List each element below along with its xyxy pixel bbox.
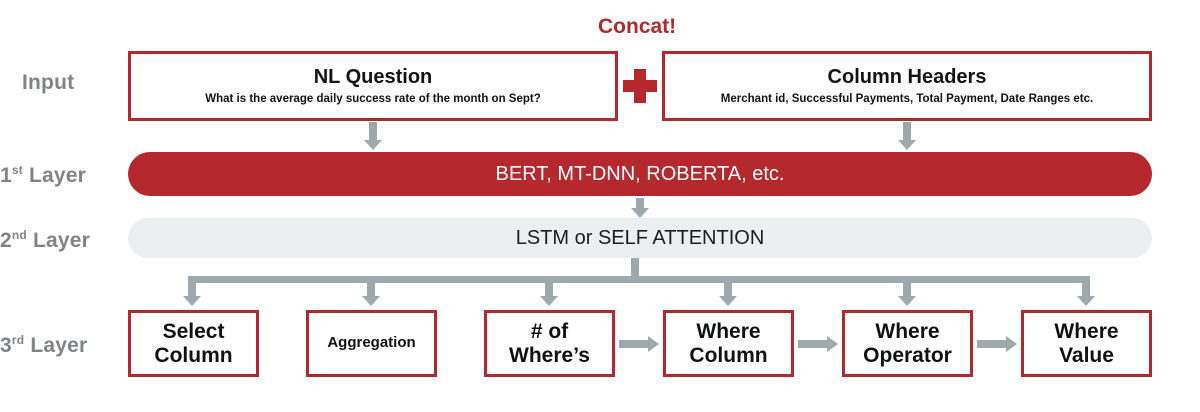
box-line2: Column [689,343,768,367]
layer2-label: LSTM or SELF ATTENTION [515,226,765,249]
nl-question-example: What is the average daily success rate o… [205,93,541,106]
box-line2: Operator [863,343,952,367]
concat-annotation: Concat! [598,15,677,38]
output-box-select-column[interactable]: Select Column [128,310,259,377]
box-line1: # of [530,319,569,343]
bus-stub-layer2 [631,258,639,280]
arrow-column-headers-to-layer1 [898,122,916,150]
layer2-pill[interactable]: LSTM or SELF ATTENTION [128,218,1152,258]
bus-horizontal-line [188,276,1086,283]
box-line1: Where [1054,319,1119,343]
output-box-where-value[interactable]: Where Value [1021,310,1152,377]
row-label-layer1: 1st Layer [0,163,87,187]
layer1-pill[interactable]: BERT, MT-DNN, ROBERTA, etc. [128,152,1152,196]
input-box-column-headers[interactable]: Column Headers Merchant id, Successful P… [662,51,1152,121]
arrow-nl-question-to-layer1 [364,122,382,150]
arrow-where-operator-to-where-value [977,336,1017,352]
output-box-where-operator[interactable]: Where Operator [842,310,973,377]
arrow-bus-to-num-wheres [540,276,558,306]
row-label-layer3: 3rd Layer [0,333,88,357]
arrow-bus-to-where-value [1077,276,1095,306]
arrow-where-column-to-where-operator [798,336,838,352]
box-line2: Where’s [509,343,590,367]
plus-icon [623,69,657,103]
output-box-num-wheres[interactable]: # of Where’s [484,310,615,377]
nl-question-title: NL Question [313,66,433,89]
box-line2: Value [1059,343,1114,367]
arrow-layer1-to-layer2 [631,198,649,218]
arrow-bus-to-select-column [183,276,201,306]
output-box-where-column[interactable]: Where Column [663,310,794,377]
output-box-aggregation[interactable]: Aggregation [306,310,437,377]
layer1-label: BERT, MT-DNN, ROBERTA, etc. [495,162,785,185]
box-line1: Aggregation [327,334,416,352]
column-headers-title: Column Headers [827,66,987,89]
row-label-input: Input [22,71,75,94]
arrow-bus-to-where-operator [898,276,916,306]
column-headers-example: Merchant id, Successful Payments, Total … [720,93,1094,106]
box-line1: Where [696,319,761,343]
row-label-layer2: 2nd Layer [0,228,91,252]
input-box-nl-question[interactable]: NL Question What is the average daily su… [128,51,618,121]
arrow-bus-to-aggregation [362,276,380,306]
arrow-num-wheres-to-where-column [619,336,659,352]
arrow-bus-to-where-column [719,276,737,306]
box-line1: Where [875,319,940,343]
box-line2: Column [154,343,233,367]
box-line1: Select [162,319,225,343]
